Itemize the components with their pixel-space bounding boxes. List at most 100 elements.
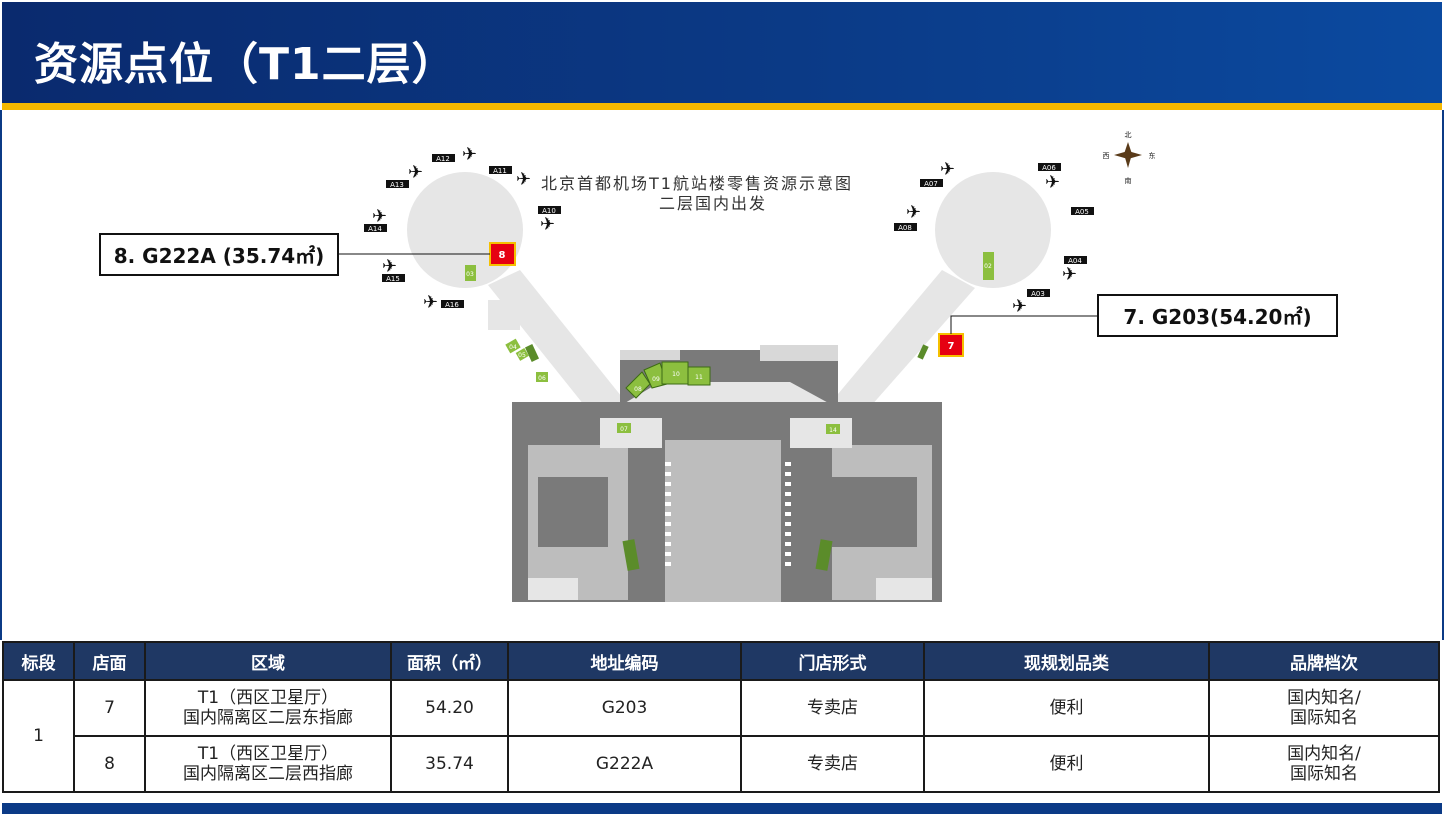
table-row: 1 7 T1（西区卫星厅） 国内隔离区二层东指廊 54.20 G203 专卖店 … [2,679,1440,793]
area-cell: T1（西区卫星厅） 国内隔离区二层西指廊 [144,735,392,793]
store-unit-label: 06 [538,375,546,382]
east-escalator [815,539,833,571]
west-stairs [665,462,671,566]
east-pier [812,270,975,432]
column-header: 区域 [144,641,392,681]
gate-label: A07 [924,180,938,188]
grade-line: 国际知名 [1290,764,1358,784]
airplane-icon: ✈ [382,256,397,277]
airplane-icon: ✈ [540,214,555,235]
title-underline [2,103,1442,110]
column-header: 面积（㎡） [390,641,509,681]
airplane-icon: ✈ [1062,264,1077,285]
airplane-icon: ✈ [906,202,921,223]
airplane-icon: ✈ [940,159,955,180]
gate-label: A03 [1031,290,1045,298]
callout-store-8: 8. G222A (35.74㎡) [99,233,339,276]
central-upper-roof-right [760,345,838,361]
code-cell: G203 [507,679,742,737]
west-pier-edge [488,300,520,330]
store-unit-label: 08 [634,386,642,393]
store-unit [465,265,476,281]
east-stairs [785,462,791,566]
compass-north: 北 [1125,131,1132,139]
gate-label: A16 [445,301,459,309]
terminal-map: ✈ ✈ ✈ ✈ ✈ ✈ ✈ ✈ ✈ ✈ ✈ ✈ A12 A11 A13 [99,131,1338,602]
grade-line: 国内知名/ [1287,744,1361,764]
grade-line: 国际知名 [1290,708,1358,728]
leader-line-7 [950,315,1098,334]
gate-labels: A12 A11 A13 A10 A14 A15 A16 A06 A07 A05 [364,154,1094,309]
gate-label: A11 [493,167,507,175]
format-cell: 专卖店 [740,735,925,793]
footer-bar [2,803,1442,814]
compass-rose: 北 南 西 东 [1103,131,1156,185]
segment-cell: 1 [2,679,75,793]
category-cell: 便利 [923,735,1210,793]
column-header: 店面 [73,641,146,681]
grade-line: 国内知名/ [1287,688,1361,708]
store-unit-label: 03 [466,271,474,278]
gate-label: A14 [368,225,382,233]
right-border [1442,110,1444,640]
table-row: 8 T1（西区卫星厅） 国内隔离区二层西指廊 35.74 G222A 专卖店 便… [3,735,1440,793]
store-unit-label: 02 [984,263,992,270]
central-upper-roof-left [620,350,680,360]
size-cell: 54.20 [390,679,509,737]
size-cell: 35.74 [390,735,509,793]
east-hall-block [832,477,917,547]
store-units: 02 03 04 05 06 07 08 09 10 11 [465,252,994,434]
gate-label: A06 [1042,164,1056,172]
map-title-line1: 北京首都机场T1航站楼零售资源示意图 [541,174,853,193]
gate-label: A13 [390,181,404,189]
store-unit-label: 11 [695,374,703,381]
store-marker-7-label: 7 [948,341,955,352]
store-unit [826,424,840,434]
east-satellite-hall [935,172,1051,288]
store-unit [515,348,529,361]
airplane-icon: ✈ [516,169,531,190]
gate-label: A15 [386,275,400,283]
table-header-row: 标段 店面 区域 面积（㎡） 地址编码 门店形式 现规划品类 品牌档次 [2,641,1440,681]
store-unit-label: 07 [620,426,628,433]
store-unit [687,366,711,386]
code-cell: G222A [507,735,742,793]
east-pier-escalator [917,344,929,360]
store-unit-label: 14 [829,427,837,434]
aircraft-icons: ✈ ✈ ✈ ✈ ✈ ✈ ✈ ✈ ✈ ✈ ✈ ✈ [372,144,1077,317]
store-cell: 8 [73,735,146,793]
column-header: 门店形式 [740,641,925,681]
column-header: 现规划品类 [923,641,1210,681]
store-cell: 7 [73,679,146,737]
west-pier-escalator [524,344,540,362]
area-line: 国内隔离区二层东指廊 [183,708,353,728]
compass-west: 西 [1103,152,1110,160]
resource-table: 标段 店面 区域 面积（㎡） 地址编码 门店形式 现规划品类 品牌档次 1 7 … [2,641,1440,793]
west-pier [488,270,650,440]
gate-label: A05 [1075,208,1089,216]
format-cell: 专卖店 [740,679,925,737]
west-escalator [622,539,640,571]
east-lower-floor [876,578,932,600]
area-line: T1（西区卫星厅） [197,744,339,764]
gate-label: A12 [436,155,450,163]
store-unit [983,252,994,280]
store-unit [536,372,548,382]
store-unit-label: 10 [672,371,680,378]
grade-cell: 国内知名/ 国际知名 [1208,679,1440,737]
store-unit [617,423,631,433]
gate-label: A08 [898,224,912,232]
gate-label: A10 [542,207,556,215]
column-header: 品牌档次 [1208,641,1440,681]
west-hall-block [538,477,608,547]
map-title-line2: 二层国内出发 [659,194,768,213]
store-unit [505,338,521,354]
callout-store-7: 7. G203(54.20㎡) [1097,294,1338,337]
area-line: 国内隔离区二层西指廊 [183,764,353,784]
store-unit-label: 04 [509,344,517,351]
compass-east: 东 [1149,151,1156,160]
store-unit-label: 09 [652,376,660,383]
terminal-map-drawing: ✈ ✈ ✈ ✈ ✈ ✈ ✈ ✈ ✈ ✈ ✈ ✈ A12 A11 A13 [338,131,1156,602]
airplane-icon: ✈ [462,144,477,165]
